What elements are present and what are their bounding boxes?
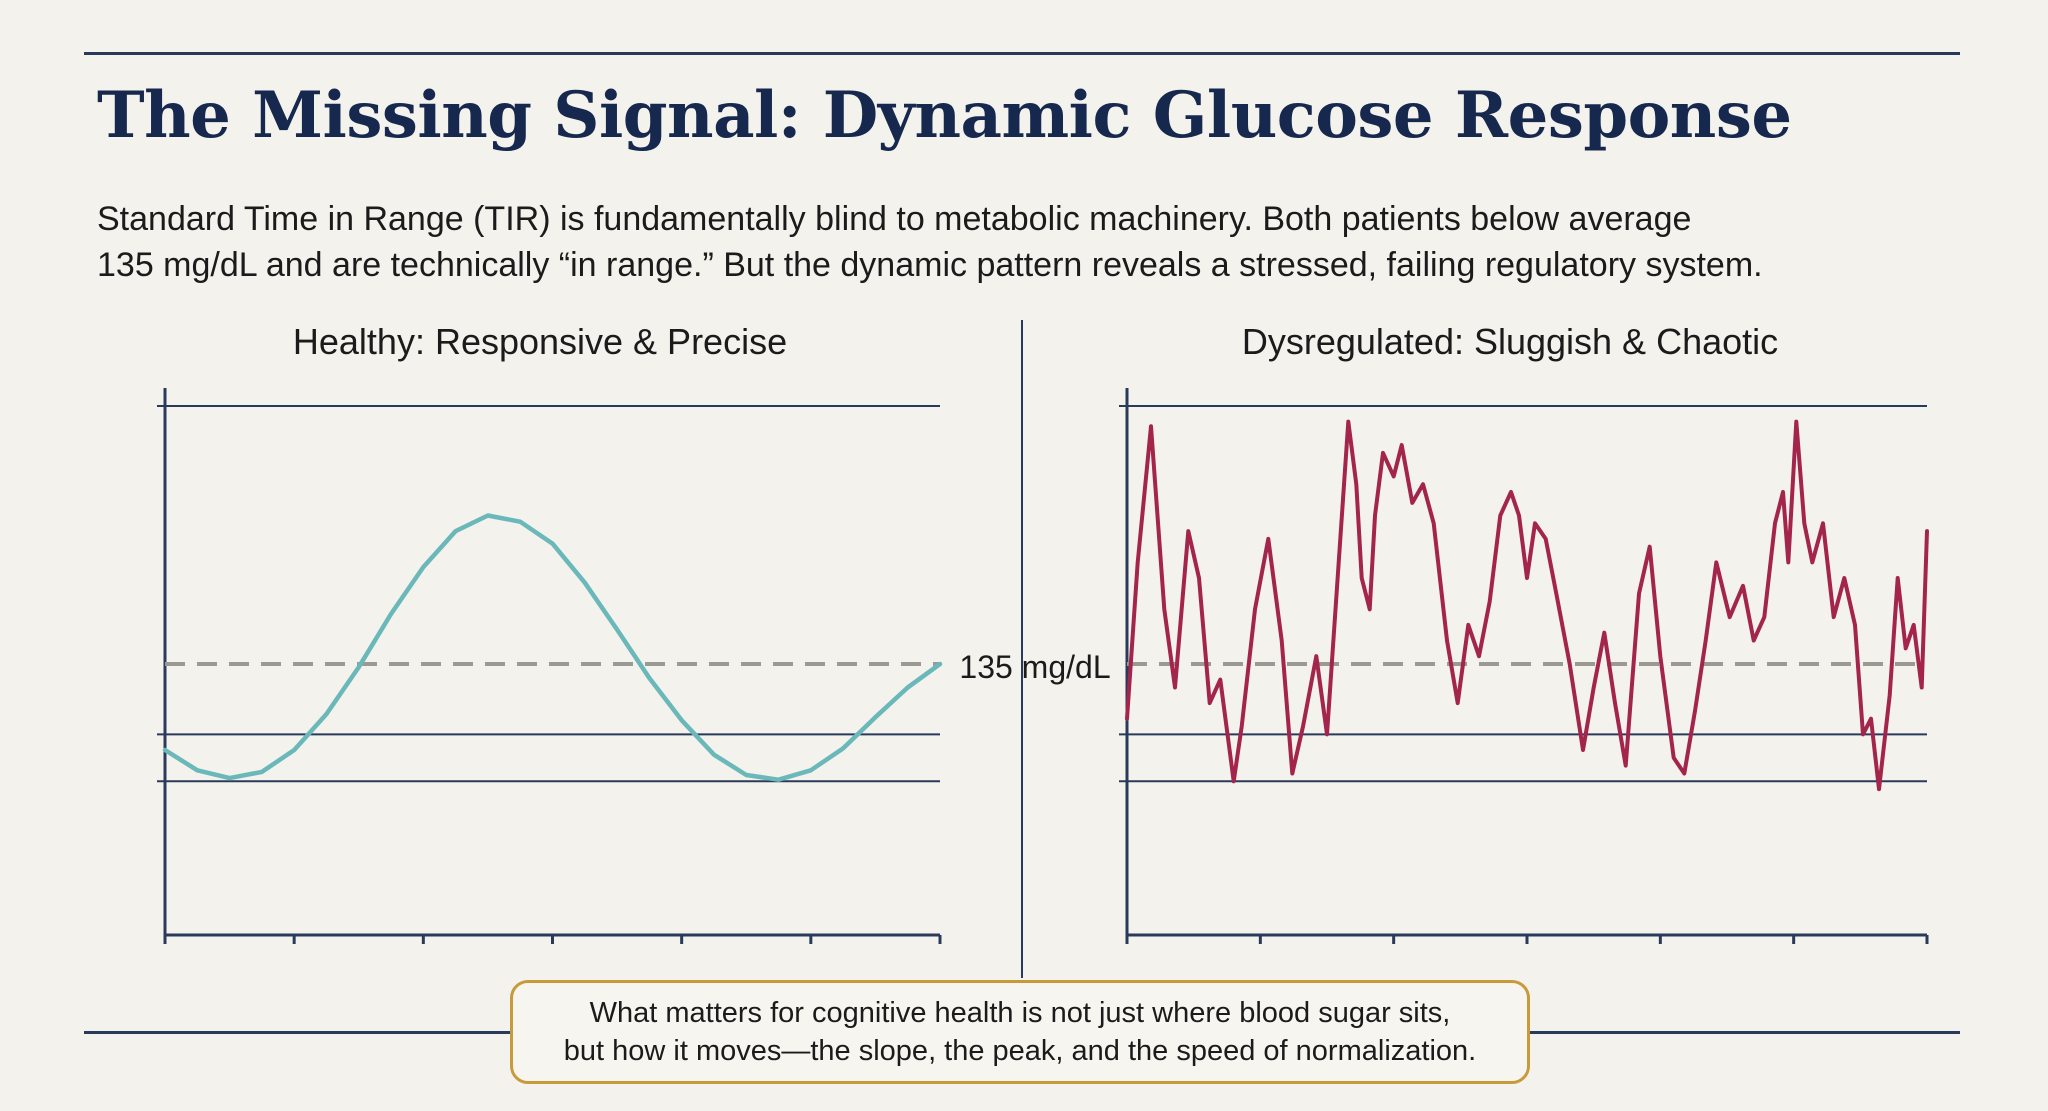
bottom-rule-right	[1530, 1031, 1960, 1034]
callout-line-2: but how it moves—the slope, the peak, an…	[563, 1035, 1477, 1067]
callout-line-1: What matters for cognitive health is not…	[589, 997, 1451, 1029]
top-rule	[84, 52, 1960, 55]
dysregulated-chart	[1119, 388, 1929, 944]
callout-box: What matters for cognitive health is not…	[510, 980, 1530, 1084]
healthy-series-line-0	[162, 513, 943, 782]
healthy-chart-title: Healthy: Responsive & Precise	[292, 321, 788, 362]
dysregulated-chart-title: Dysregulated: Sluggish & Chaotic	[1241, 321, 1779, 362]
dysregulated-series-line-0	[1125, 419, 1929, 792]
healthy-chart	[157, 388, 943, 944]
reference-line-label: 135 mg/dL	[959, 649, 1110, 685]
subtitle: Standard Time in Range (TIR) is fundamen…	[97, 196, 1977, 288]
bottom-rule-left	[84, 1031, 510, 1034]
subtitle-line-2: 135 mg/dL and are technically “in range.…	[97, 246, 1763, 284]
subtitle-line-1: Standard Time in Range (TIR) is fundamen…	[97, 200, 1692, 238]
page-title: The Missing Signal: Dynamic Glucose Resp…	[97, 78, 1792, 153]
